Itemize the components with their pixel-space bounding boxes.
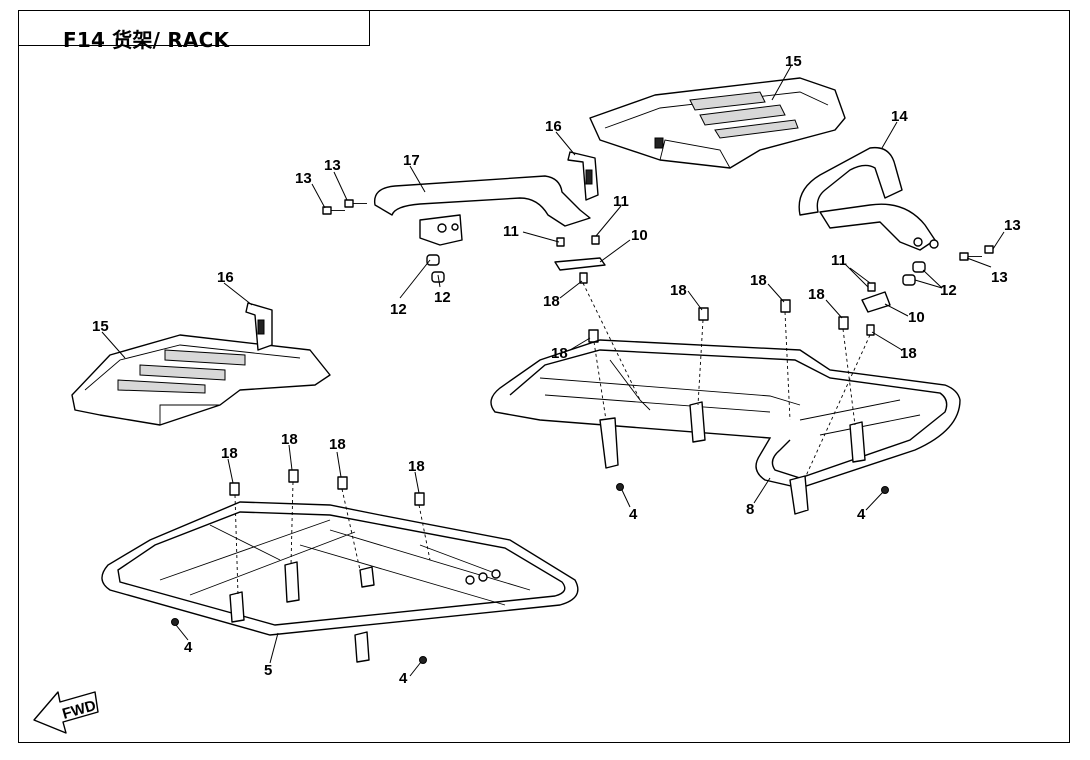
callout-12: 12: [434, 289, 451, 306]
leader-lines: [101, 65, 1005, 677]
bolt-18-set: [229, 299, 849, 506]
diagram-frame: [18, 10, 1070, 743]
cargo-box-top: [589, 77, 846, 169]
rear-rack-8: [490, 339, 961, 515]
callout-15: 15: [785, 53, 802, 70]
page-title: F14 货架/ RACK: [63, 28, 230, 52]
callout-13: 13: [1004, 217, 1021, 234]
callout-15: 15: [92, 318, 109, 335]
callout-12: 12: [390, 301, 407, 318]
callout-4: 4: [399, 670, 408, 687]
fwd-arrow-icon: FWD: [33, 691, 99, 734]
title-box: F14 货架/ RACK: [18, 10, 370, 52]
callout-13: 13: [324, 157, 341, 174]
callout-18: 18: [329, 436, 346, 453]
bolt-13-set: [322, 199, 994, 261]
callout-16: 16: [545, 118, 562, 135]
callout-18: 18: [221, 445, 238, 462]
callout-18: 18: [900, 345, 917, 362]
bushing-12-set: [426, 254, 926, 286]
grab-handle-17: [373, 175, 591, 246]
nut-4-set: [171, 483, 889, 664]
callout-18: 18: [408, 458, 425, 475]
callout-10: 10: [908, 309, 925, 326]
callout-13: 13: [295, 170, 312, 187]
callout-18: 18: [551, 345, 568, 362]
callout-11: 11: [831, 252, 847, 269]
callout-18: 18: [281, 431, 298, 448]
callout-4: 4: [629, 506, 638, 523]
bracket-16-left: [245, 302, 273, 351]
callout-13: 13: [991, 269, 1008, 286]
bracket-10-right: [861, 282, 891, 336]
callout-18: 18: [670, 282, 687, 299]
callout-18: 18: [543, 293, 560, 310]
callout-14: 14: [891, 108, 908, 125]
front-rack-5: [101, 501, 579, 663]
callout-12: 12: [940, 282, 957, 299]
callout-11: 11: [613, 193, 629, 210]
callout-16: 16: [217, 269, 234, 286]
callout-4: 4: [184, 639, 193, 656]
callout-labels: 15 14 16 17 13 13 13 13 11 11 11 10 10 1…: [92, 53, 1021, 687]
callout-5: 5: [264, 662, 272, 679]
callout-4: 4: [857, 506, 866, 523]
callout-11: 11: [503, 223, 519, 240]
grab-handle-14: [798, 146, 939, 251]
callout-18: 18: [750, 272, 767, 289]
callout-8: 8: [746, 501, 754, 518]
bracket-10-left: [554, 235, 606, 284]
callout-10: 10: [631, 227, 648, 244]
callout-18: 18: [808, 286, 825, 303]
cargo-box-left: [71, 334, 331, 426]
callout-17: 17: [403, 152, 420, 169]
bracket-16-top: [567, 151, 599, 201]
